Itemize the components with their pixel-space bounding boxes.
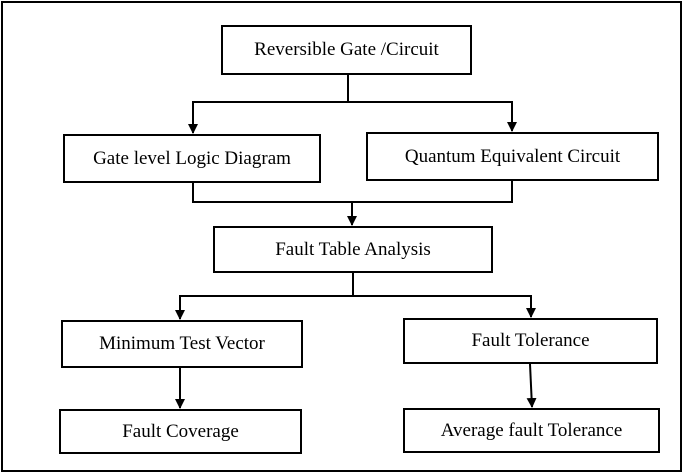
node-label: Reversible Gate /Circuit [254, 39, 439, 60]
edge-fault-tolerance-to-avg-fault-tolerance [526, 363, 537, 408]
node-quantum-equivalent-circuit: Quantum Equivalent Circuit [366, 132, 659, 181]
node-fault-tolerance: Fault Tolerance [403, 318, 658, 364]
edge-gate-level-to-fault-table [192, 183, 352, 203]
edge-top-to-gate-level [188, 75, 349, 134]
node-label: Fault Table Analysis [275, 238, 431, 260]
node-minimum-test-vector: Minimum Test Vector [61, 320, 303, 368]
edge-fault-table-to-fault-tolerance [353, 295, 536, 318]
node-label: Fault Coverage [122, 420, 239, 442]
node-label: Gate level Logic Diagram [93, 147, 291, 169]
node-label: Minimum Test Vector [99, 333, 265, 354]
node-fault-table-analysis: Fault Table Analysis [213, 226, 493, 273]
node-fault-coverage: Fault Coverage [59, 409, 302, 454]
node-reversible-gate-circuit: Reversible Gate /Circuit [221, 25, 472, 75]
node-label: Average fault Tolerance [440, 419, 623, 441]
edge-top-to-quantum [348, 101, 517, 132]
node-label: Fault Tolerance [471, 330, 590, 351]
node-average-fault-tolerance: Average fault Tolerance [403, 408, 660, 453]
edge-quantum-to-fault-table [347, 181, 513, 226]
edge-fault-table-to-min-test-vector [175, 273, 354, 320]
node-gate-level-logic-diagram: Gate level Logic Diagram [63, 134, 321, 183]
node-label: Quantum Equivalent Circuit [404, 145, 621, 167]
